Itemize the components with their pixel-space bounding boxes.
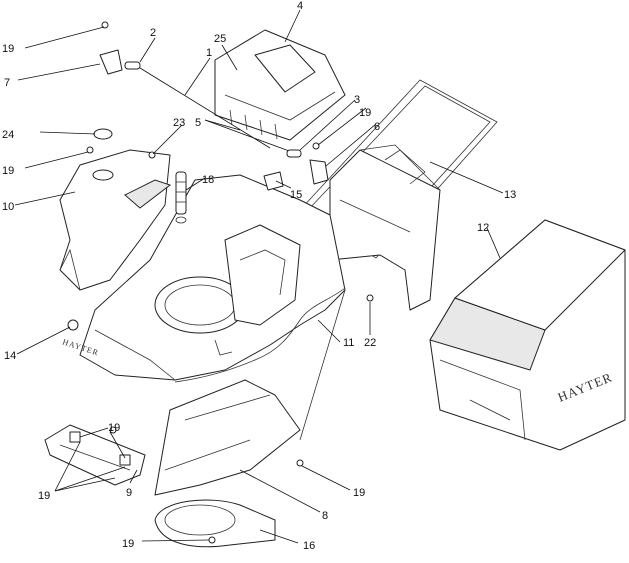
cable <box>174 287 346 441</box>
callout-24: 24 <box>2 129 14 141</box>
callout-19: 19 <box>108 422 120 434</box>
grass-bag: HAYTER <box>429 219 626 451</box>
callout-23: 23 <box>173 117 185 129</box>
brackets <box>99 49 329 185</box>
callout-19: 19 <box>38 490 50 502</box>
callout-12: 12 <box>477 222 489 234</box>
clip <box>263 171 284 191</box>
cap <box>93 128 113 140</box>
callout-25: 25 <box>214 33 226 45</box>
shafts <box>139 67 301 156</box>
screws <box>86 21 374 544</box>
rear-cover <box>59 149 172 291</box>
callout-19: 19 <box>359 107 371 119</box>
callout-labels: 19 7 2 1 25 4 3 19 6 5 23 24 19 18 15 13… <box>2 0 516 552</box>
callout-19: 19 <box>122 538 134 550</box>
callout-2: 2 <box>150 27 156 39</box>
callout-14: 14 <box>4 350 16 362</box>
side-skirt <box>154 379 301 496</box>
callout-19: 19 <box>2 165 14 177</box>
axle-bracket <box>44 424 146 486</box>
callout-8: 8 <box>322 510 328 522</box>
top-cover <box>214 29 346 141</box>
callout-7: 7 <box>4 77 10 89</box>
callout-18: 18 <box>202 174 214 186</box>
callout-19: 19 <box>2 43 14 55</box>
knob <box>67 319 79 331</box>
callout-6: 6 <box>374 121 380 133</box>
front-rim <box>154 499 276 548</box>
callout-11: 11 <box>343 337 354 349</box>
callout-4: 4 <box>297 0 303 12</box>
callout-10: 10 <box>2 201 14 213</box>
callout-9: 9 <box>126 487 132 499</box>
spring <box>175 171 187 224</box>
leader-lines <box>14 9 504 544</box>
callout-19: 19 <box>353 487 365 499</box>
mower-deck: HAYTER <box>61 174 346 381</box>
callout-16: 16 <box>303 540 315 552</box>
callout-22: 22 <box>364 337 376 349</box>
callout-15: 15 <box>290 189 302 201</box>
callout-3: 3 <box>354 94 360 106</box>
callout-5: 5 <box>195 117 201 129</box>
callout-13: 13 <box>504 189 516 201</box>
grass-bag-frame <box>299 79 498 311</box>
callout-1: 1 <box>206 47 212 59</box>
